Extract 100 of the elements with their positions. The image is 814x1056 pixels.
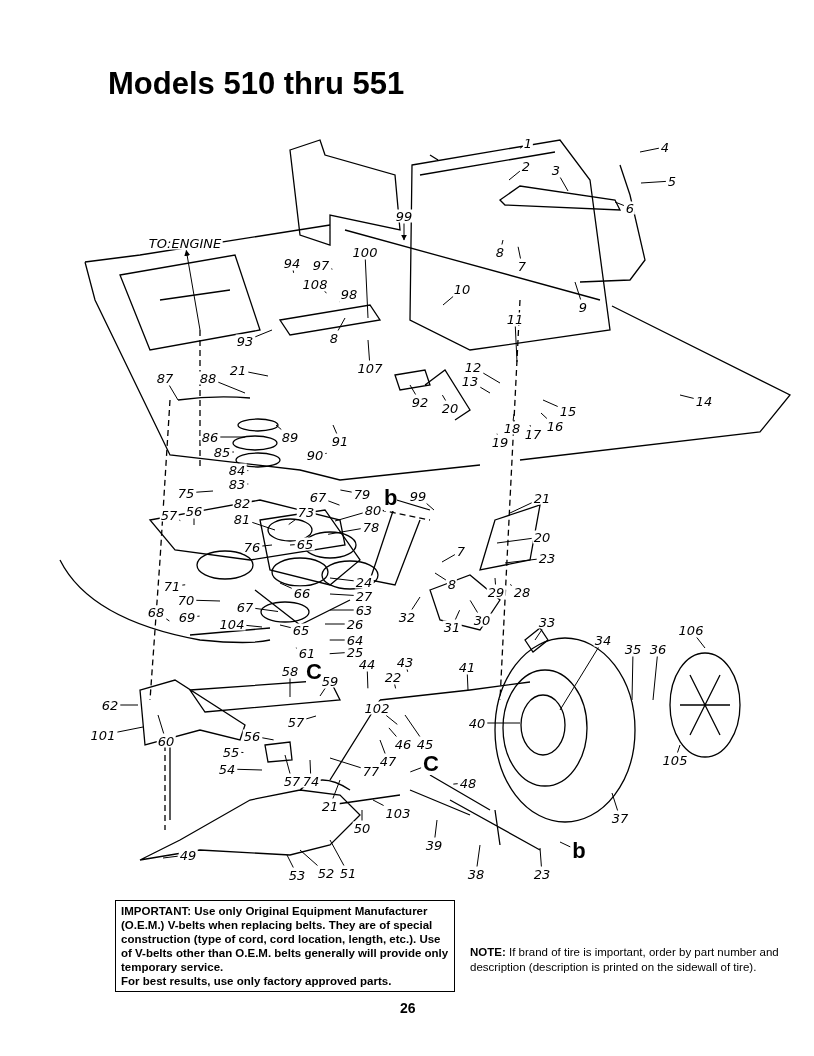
- leader-line: [339, 489, 353, 493]
- callout-number: 106: [677, 623, 705, 637]
- callout-number: 76: [242, 540, 262, 554]
- callout-number: 17: [523, 427, 543, 441]
- leader-line: [245, 624, 263, 628]
- leader-line: [367, 339, 370, 361]
- leader-line: [247, 371, 269, 377]
- leader-line: [305, 715, 317, 720]
- leader-line: [246, 483, 249, 485]
- leader-line: [559, 841, 571, 848]
- leader-line: [542, 399, 559, 407]
- note-text: NOTE: If brand of tire is important, order by part number and description (description is printed on the sidewall of tire).: [470, 945, 780, 975]
- callout-number: 20: [532, 530, 552, 544]
- callout-number: 12: [463, 360, 483, 374]
- callout-number: 40: [467, 716, 487, 730]
- callout-number: 80: [363, 503, 383, 517]
- callout-number: 73: [296, 505, 316, 519]
- callout-number: 7: [455, 544, 467, 558]
- callout-number: 36: [648, 642, 668, 656]
- leader-line: [327, 500, 340, 506]
- callout-number: 93: [235, 334, 255, 348]
- leader-line: [512, 413, 515, 421]
- leader-line: [514, 326, 518, 363]
- leader-line: [469, 599, 478, 613]
- callout-number: 33: [537, 615, 557, 629]
- callout-number: 27: [354, 589, 374, 603]
- callout-number: 82: [232, 496, 252, 510]
- callout-number: 83: [227, 477, 247, 491]
- callout-number: 67: [308, 490, 328, 504]
- leader-line: [329, 639, 346, 641]
- leader-line: [261, 544, 273, 547]
- leader-line: [157, 714, 165, 734]
- leader-line: [292, 270, 295, 274]
- callout-number: 60: [156, 734, 176, 748]
- leader-line: [324, 452, 328, 454]
- callout-number: 49: [178, 848, 198, 862]
- leader-line: [652, 656, 658, 701]
- callout-number: 53: [287, 868, 307, 882]
- leader-line: [441, 554, 456, 563]
- callout-number: 23: [537, 551, 557, 565]
- leader-line: [337, 317, 346, 331]
- leader-line: [330, 268, 333, 270]
- leader-line: [509, 584, 513, 586]
- leader-line: [639, 147, 660, 153]
- leader-line: [366, 671, 369, 689]
- callout-number: 38: [466, 867, 486, 881]
- callout-number: 107: [356, 361, 384, 375]
- leader-line: [614, 201, 625, 206]
- leader-line: [168, 385, 179, 401]
- callout-number: 8: [328, 331, 340, 345]
- callout-number: 103: [384, 806, 412, 820]
- leader-line: [409, 767, 422, 773]
- leader-line: [519, 146, 523, 149]
- leader-line: [332, 779, 341, 799]
- callout-number: 13: [460, 374, 480, 388]
- leader-line: [388, 727, 397, 737]
- callout-number: 85: [212, 445, 232, 459]
- leader-line: [217, 381, 246, 394]
- callout-number: 56: [184, 504, 204, 518]
- callout-number: 11: [505, 312, 525, 326]
- callout-number: 102: [363, 701, 391, 715]
- leader-line: [279, 582, 293, 589]
- leader-line: [275, 424, 282, 430]
- notice-text: IMPORTANT: Use only Original Equipment Manufacturer (O.E.M.) V-belts when replacing belts. They are of special construction (type of cord, cord location, length, etc.). Use of V-belts other than O.E.M. belts generally will provide only temporary service.: [121, 904, 449, 974]
- leader-line: [288, 518, 297, 525]
- callout-number: 8: [494, 245, 506, 259]
- leader-line: [195, 490, 214, 493]
- leader-line: [361, 809, 363, 821]
- callout-number: 35: [623, 642, 643, 656]
- leader-line: [454, 609, 461, 620]
- leader-line: [165, 618, 170, 622]
- leader-line: [332, 424, 338, 434]
- leader-line: [479, 386, 491, 394]
- callout-number: 61: [297, 646, 317, 660]
- callout-number: 7: [516, 259, 528, 273]
- arrow: [401, 223, 407, 241]
- callout-number: 25: [345, 645, 365, 659]
- leader-line: [324, 623, 346, 625]
- callout-number: 21: [532, 491, 552, 505]
- callout-number: 78: [361, 520, 381, 534]
- leader-line: [441, 394, 447, 401]
- leader-line: [496, 537, 533, 544]
- callout-number: 57: [282, 774, 302, 788]
- callout-number: 92: [410, 395, 430, 409]
- leader-line: [508, 170, 521, 181]
- callout-number: 48: [458, 776, 478, 790]
- leader-line: [452, 783, 459, 785]
- callout-number: 43: [395, 655, 415, 669]
- leader-line: [251, 500, 254, 502]
- callout-number: 21: [320, 799, 340, 813]
- callout-number: 58: [280, 664, 300, 678]
- page-number: 26: [400, 1000, 416, 1016]
- callout-number: 100: [351, 245, 379, 259]
- callout-number: 46: [393, 737, 413, 751]
- leader-line: [162, 855, 179, 859]
- callout-number: 50: [352, 821, 372, 835]
- leader-line: [329, 652, 346, 655]
- leader-line: [309, 759, 312, 774]
- leader-line: [284, 754, 291, 774]
- leader-line: [486, 722, 521, 724]
